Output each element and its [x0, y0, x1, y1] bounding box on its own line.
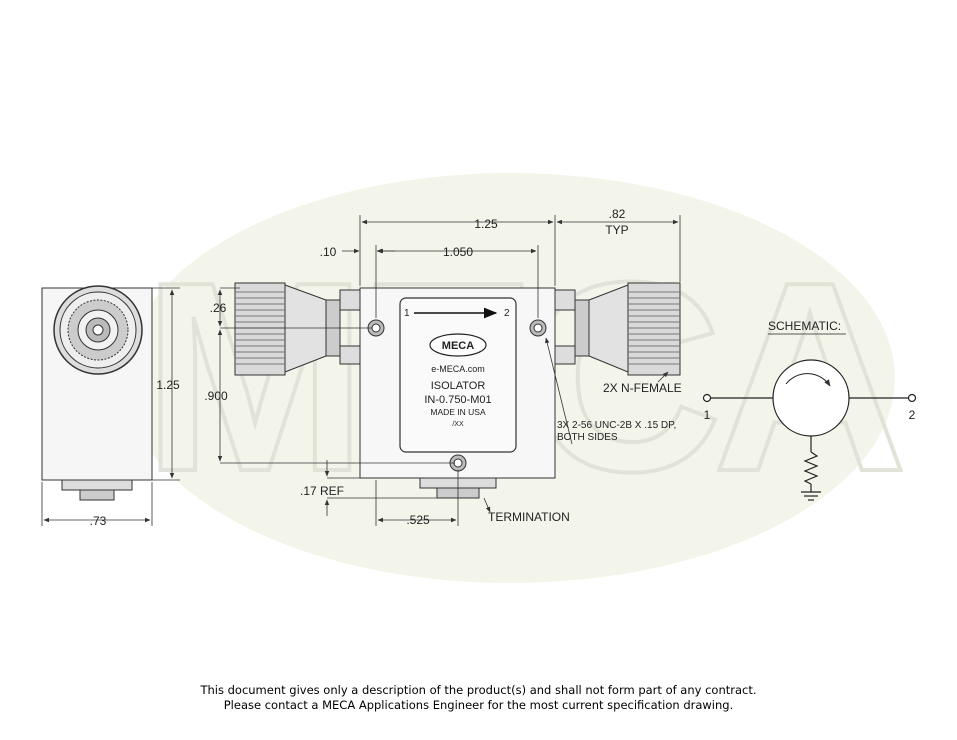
side-termination [61, 479, 133, 491]
plate-product-type: ISOLATOR [431, 380, 486, 392]
dim-73: .73 [90, 514, 107, 528]
side-connector-pin [92, 324, 104, 336]
schematic-port-2: 2 [909, 408, 916, 422]
disclaimer-line-1: This document gives only a description o… [200, 683, 757, 697]
dim-82: .82 [609, 207, 626, 221]
callout-termination: TERMINATION [488, 510, 570, 524]
callout-mounting-line1: 3X 2-56 UNC-2B X .15 DP, [557, 420, 676, 431]
plate-port-2: 2 [504, 308, 510, 319]
schematic-rotation-arrow [785, 373, 831, 387]
mounting-hole-bottom [449, 454, 467, 472]
dim-1-25-top: 1.25 [474, 217, 498, 231]
dim-1-25-side: 1.25 [156, 378, 180, 392]
schematic-title: SCHEMATIC: [768, 319, 841, 333]
callout-texts: 2X N-FEMALE 3X 2-56 UNC-2B X .15 DP, BOT… [488, 381, 682, 524]
dimension-texts: 1.25 .82 TYP .10 1.050 .26 1.25 .900 .17… [90, 207, 629, 528]
plate-origin: MADE IN USA [430, 407, 486, 417]
meca-logo [429, 333, 487, 357]
plate-model: IN-0.750-M01 [424, 394, 491, 406]
schematic-circulator [772, 359, 850, 437]
disclaimer-line-2: Please contact a MECA Applications Engin… [223, 698, 734, 712]
label-plate-text: 1 2 MECA e-MECA.com ISOLATOR IN-0.750-M0… [404, 308, 510, 428]
schematic-port-1: 1 [704, 408, 711, 422]
schematic-port-2-terminal [907, 393, 917, 403]
right-n-connector [627, 282, 681, 376]
side-view [41, 285, 153, 501]
callout-connectors: 2X N-FEMALE [603, 381, 682, 395]
schematic [702, 333, 917, 501]
schematic-resistor [803, 451, 819, 485]
dim-26: .26 [210, 301, 227, 315]
dim-10: .10 [320, 245, 337, 259]
schematic-port-1-terminal [702, 393, 712, 403]
plate-website: e-MECA.com [431, 364, 485, 374]
dim-1-050: 1.050 [443, 245, 473, 259]
dim-900: .900 [204, 389, 228, 403]
dim-typ: TYP [605, 223, 628, 237]
left-n-connector [234, 282, 286, 376]
callout-mounting-line2: BOTH SIDES [557, 432, 618, 443]
front-view [234, 282, 681, 499]
dim-525: .525 [406, 513, 430, 527]
dim-17-ref: .17 REF [300, 484, 344, 498]
label-plate [399, 297, 517, 453]
plate-logo-text: MECA [442, 340, 474, 352]
mounting-hole-right [529, 319, 547, 337]
dimension-lines [41, 215, 681, 526]
plate-port-1: 1 [404, 308, 410, 319]
schematic-texts: SCHEMATIC: 1 2 [704, 319, 916, 422]
plate-date-code: /XX [452, 421, 464, 428]
